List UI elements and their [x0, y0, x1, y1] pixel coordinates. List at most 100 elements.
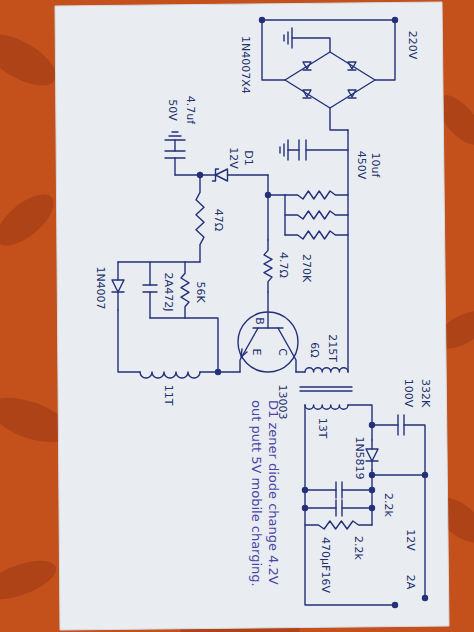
junction-dot: [423, 596, 428, 601]
wire: [288, 149, 299, 150]
resistor-symbol: [196, 175, 204, 262]
wire: [306, 149, 348, 150]
value-label: 450V: [355, 151, 368, 180]
wire: [296, 371, 305, 372]
junction-dot: [370, 423, 375, 428]
resistor-symbol: [264, 240, 272, 292]
wire: [149, 262, 150, 285]
wire: [169, 135, 181, 136]
capacitor-plate: [305, 140, 306, 160]
wire: [174, 158, 175, 175]
wire: [117, 292, 118, 310]
wire: [267, 292, 268, 328]
coil-winding: [305, 405, 348, 409]
junction-dot: [370, 488, 375, 493]
wire: [305, 489, 336, 490]
junction-dot: [393, 603, 398, 608]
wire: [303, 97, 311, 98]
coil-winding: [305, 368, 348, 372]
resistor-symbol: [285, 211, 348, 219]
diode-symbol: [366, 449, 378, 461]
wire: [287, 32, 288, 44]
wire: [372, 424, 398, 425]
value-label: 4.7Ω: [277, 252, 290, 278]
wire: [267, 175, 268, 240]
wire: [287, 140, 288, 160]
value-label: 332K: [419, 379, 432, 407]
value-label: 470μF16V: [319, 537, 332, 593]
leaf-shape: [0, 24, 64, 95]
wire: [292, 38, 330, 52]
wire: [371, 440, 372, 449]
wire: [372, 425, 425, 475]
wire: [117, 262, 118, 280]
value-label: 4.7uf: [184, 96, 197, 124]
current-label: 2A: [404, 575, 417, 590]
wire: [118, 261, 200, 262]
diode-bar: [366, 460, 378, 461]
wire: [305, 507, 336, 508]
value-label: 50V: [166, 99, 179, 121]
part-label: 1N4007: [94, 266, 107, 309]
wire: [330, 108, 348, 130]
wire: [300, 386, 352, 387]
wire: [284, 195, 285, 235]
part-label: 2A472J: [162, 273, 175, 312]
voltage-label: 220V: [406, 31, 419, 60]
value-label: 2.2k: [352, 536, 365, 560]
pin-label: B: [253, 317, 266, 325]
pin-label: C: [276, 348, 289, 356]
bridge-diode: [303, 90, 311, 97]
paper-sheet: [55, 2, 449, 630]
wire: [228, 174, 269, 175]
wire: [149, 292, 150, 318]
wire: [262, 19, 395, 20]
leaf-shape: [0, 553, 61, 607]
wire: [300, 390, 352, 391]
resistor-symbol: [285, 231, 348, 239]
circuit: [112, 18, 428, 608]
wire: [371, 461, 372, 470]
value-label: 47Ω: [212, 209, 225, 231]
bridge-diode: [303, 62, 311, 69]
junction-dot: [303, 506, 308, 511]
bridge-outline: [285, 52, 375, 108]
transistor-circle: [238, 312, 298, 372]
pin-label: E: [250, 349, 263, 356]
wire: [424, 475, 425, 598]
wire: [348, 97, 356, 98]
wire: [348, 69, 356, 70]
wire: [371, 475, 372, 525]
value-label: 10uf: [369, 153, 382, 178]
wire: [279, 147, 280, 153]
wire: [291, 28, 292, 48]
value-label: 56K: [194, 281, 207, 302]
bridge-diode: [348, 90, 356, 97]
capacitor-plate: [165, 157, 185, 158]
wire: [305, 405, 395, 605]
junction-dot: [370, 506, 375, 511]
turns-label: 13T: [316, 418, 329, 439]
turns-label: 11T: [162, 385, 175, 406]
junction-dot: [216, 370, 221, 375]
wire: [165, 139, 185, 140]
junction-dot: [303, 488, 308, 493]
value-label: 12V: [227, 147, 240, 169]
part-label: 1N5819: [353, 436, 366, 479]
wire: [348, 405, 372, 440]
wire: [172, 131, 178, 132]
wire: [175, 174, 216, 175]
wire: [174, 140, 175, 151]
capacitor-plate: [335, 482, 336, 498]
leaf-shape: [0, 185, 62, 255]
wire: [262, 20, 285, 80]
wire: [283, 35, 284, 41]
value-label: 270K: [300, 254, 313, 282]
value-label: 6Ω: [308, 342, 321, 357]
wire: [342, 489, 372, 490]
note-text: D1 zener diode change 4.2V out putt 5V m…: [248, 400, 282, 590]
resistor-symbol: [305, 521, 372, 529]
wire: [375, 20, 395, 80]
coil-winding: [140, 372, 200, 378]
